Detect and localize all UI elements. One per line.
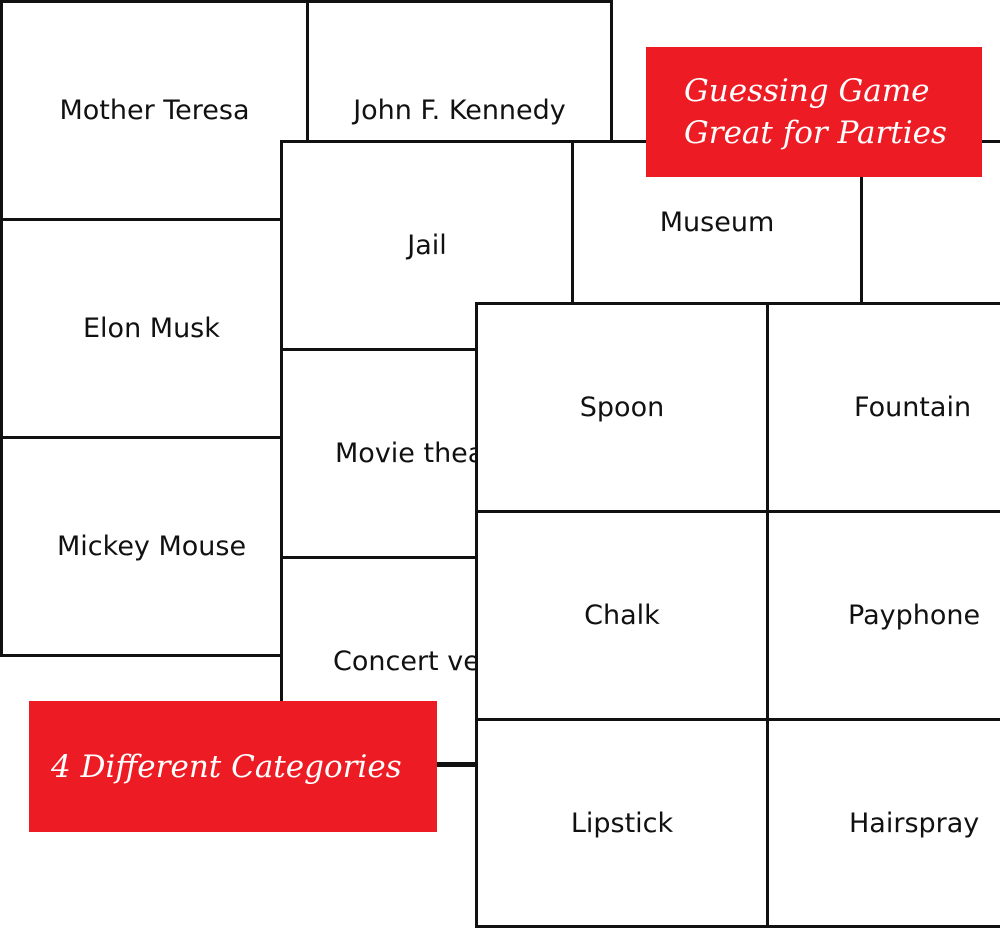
card-label: Mickey Mouse <box>57 531 247 562</box>
card-label: Museum <box>659 207 775 238</box>
card-label: Mother Teresa <box>59 95 250 126</box>
banner-text: 4 Different Categories <box>51 748 402 785</box>
card-cell: Payphone <box>766 510 1000 721</box>
title-banner: Guessing Game Great for Parties <box>646 47 982 177</box>
card-label: Spoon <box>579 392 665 423</box>
divider-line <box>436 762 478 765</box>
card-label: Movie thea <box>335 438 485 469</box>
card-cell: Chalk <box>475 510 769 721</box>
card-cell: Hairspray <box>766 718 1000 928</box>
card-label: Chalk <box>584 600 660 631</box>
card-label: Payphone <box>848 600 981 631</box>
card-cell: Lipstick <box>475 718 769 928</box>
card-label: Elon Musk <box>83 313 220 344</box>
card-label: Lipstick <box>570 807 674 839</box>
card-label: Concert ve <box>333 646 480 677</box>
card-cell: Fountain <box>766 302 1000 513</box>
card-label: John F. Kennedy <box>353 95 566 126</box>
card-label: Fountain <box>854 392 972 423</box>
banner-line: Guessing Game <box>684 73 930 109</box>
card-cell: Elon Musk <box>0 218 309 439</box>
card-cell: Spoon <box>475 302 769 513</box>
card-cell: Mickey Mouse <box>0 436 309 657</box>
categories-banner: 4 Different Categories <box>29 701 437 832</box>
card-label: Hairspray <box>849 807 980 839</box>
card-label: Jail <box>407 230 447 261</box>
card-cell: Mother Teresa <box>0 0 309 221</box>
banner-line: Great for Parties <box>684 115 947 151</box>
